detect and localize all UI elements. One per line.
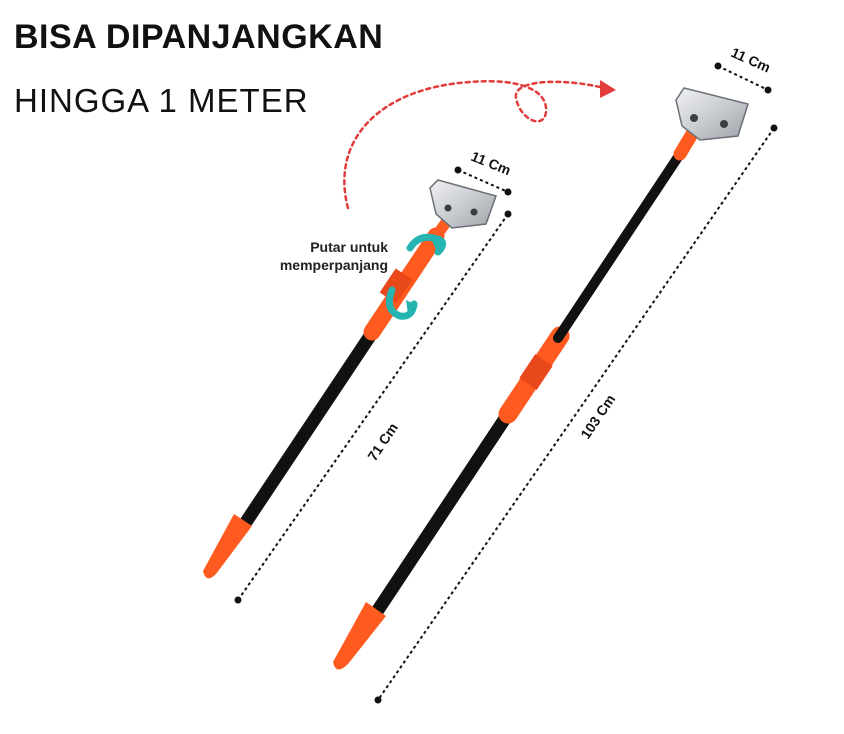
short-scraper-end-cap bbox=[203, 514, 252, 579]
rotate-instruction-line2: memperpanjang bbox=[279, 257, 388, 273]
long-scraper-end-cap bbox=[333, 602, 386, 670]
long-scraper-blade bbox=[675, 87, 749, 141]
long-length-label: 103 Cm bbox=[577, 391, 618, 441]
long-blade-width-label: 11 Cm bbox=[729, 44, 773, 75]
short-scraper bbox=[203, 179, 497, 579]
short-blade-width-label: 11 Cm bbox=[469, 148, 513, 178]
long-blade-dimension: 11 Cm bbox=[714, 44, 773, 94]
short-scraper-blade bbox=[429, 179, 497, 229]
rotate-instruction-line1: Putar untuk bbox=[310, 239, 388, 255]
short-length-dimension: 71 Cm bbox=[234, 210, 512, 604]
short-length-label: 71 Cm bbox=[364, 420, 401, 464]
headline: BISA DIPANJANGKAN bbox=[14, 18, 384, 56]
rotate-instruction: Putar untuk memperpanjang bbox=[228, 238, 388, 274]
rotate-arrow-icon bbox=[385, 233, 447, 320]
long-scraper bbox=[333, 87, 749, 670]
subheadline: HINGGA 1 METER bbox=[14, 82, 309, 119]
curved-arrow-icon bbox=[343, 80, 616, 210]
